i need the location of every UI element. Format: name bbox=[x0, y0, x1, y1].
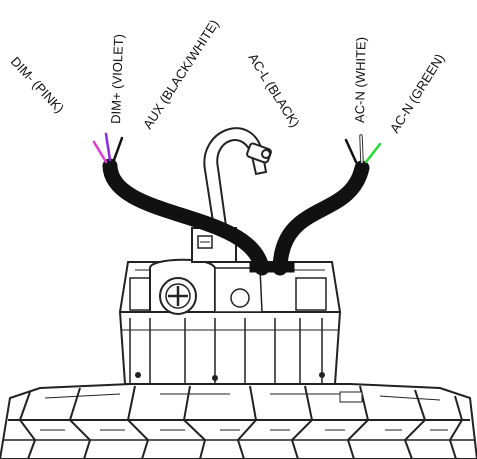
right-cable bbox=[272, 160, 370, 276]
wire-aux bbox=[112, 136, 124, 162]
wire-labels: DIM- (PINK) DIM+ (VIOLET) AUX (BLACK/WHI… bbox=[8, 17, 448, 136]
wire-ac-l bbox=[344, 138, 358, 164]
cables bbox=[102, 158, 370, 276]
label-ac-n-green: AC-N (GREEN) bbox=[387, 51, 448, 136]
wire-dim-plus bbox=[104, 132, 112, 162]
label-ac-n-white: AC-N (WHITE) bbox=[352, 37, 368, 123]
wire-dim-minus bbox=[92, 140, 108, 164]
label-aux: AUX (BLACK/WHITE) bbox=[140, 17, 222, 132]
driver-housing bbox=[118, 258, 342, 385]
label-ac-l: AC-L (BLACK) bbox=[245, 51, 302, 130]
label-dim-plus: DIM+ (VIOLET) bbox=[108, 34, 126, 124]
wire-ends bbox=[92, 132, 382, 164]
heatsink-base bbox=[0, 383, 477, 459]
left-cable bbox=[102, 158, 270, 276]
wire-ac-n-green bbox=[364, 142, 382, 164]
hanging-hook bbox=[191, 127, 272, 263]
label-dim-minus: DIM- (PINK) bbox=[8, 54, 67, 116]
